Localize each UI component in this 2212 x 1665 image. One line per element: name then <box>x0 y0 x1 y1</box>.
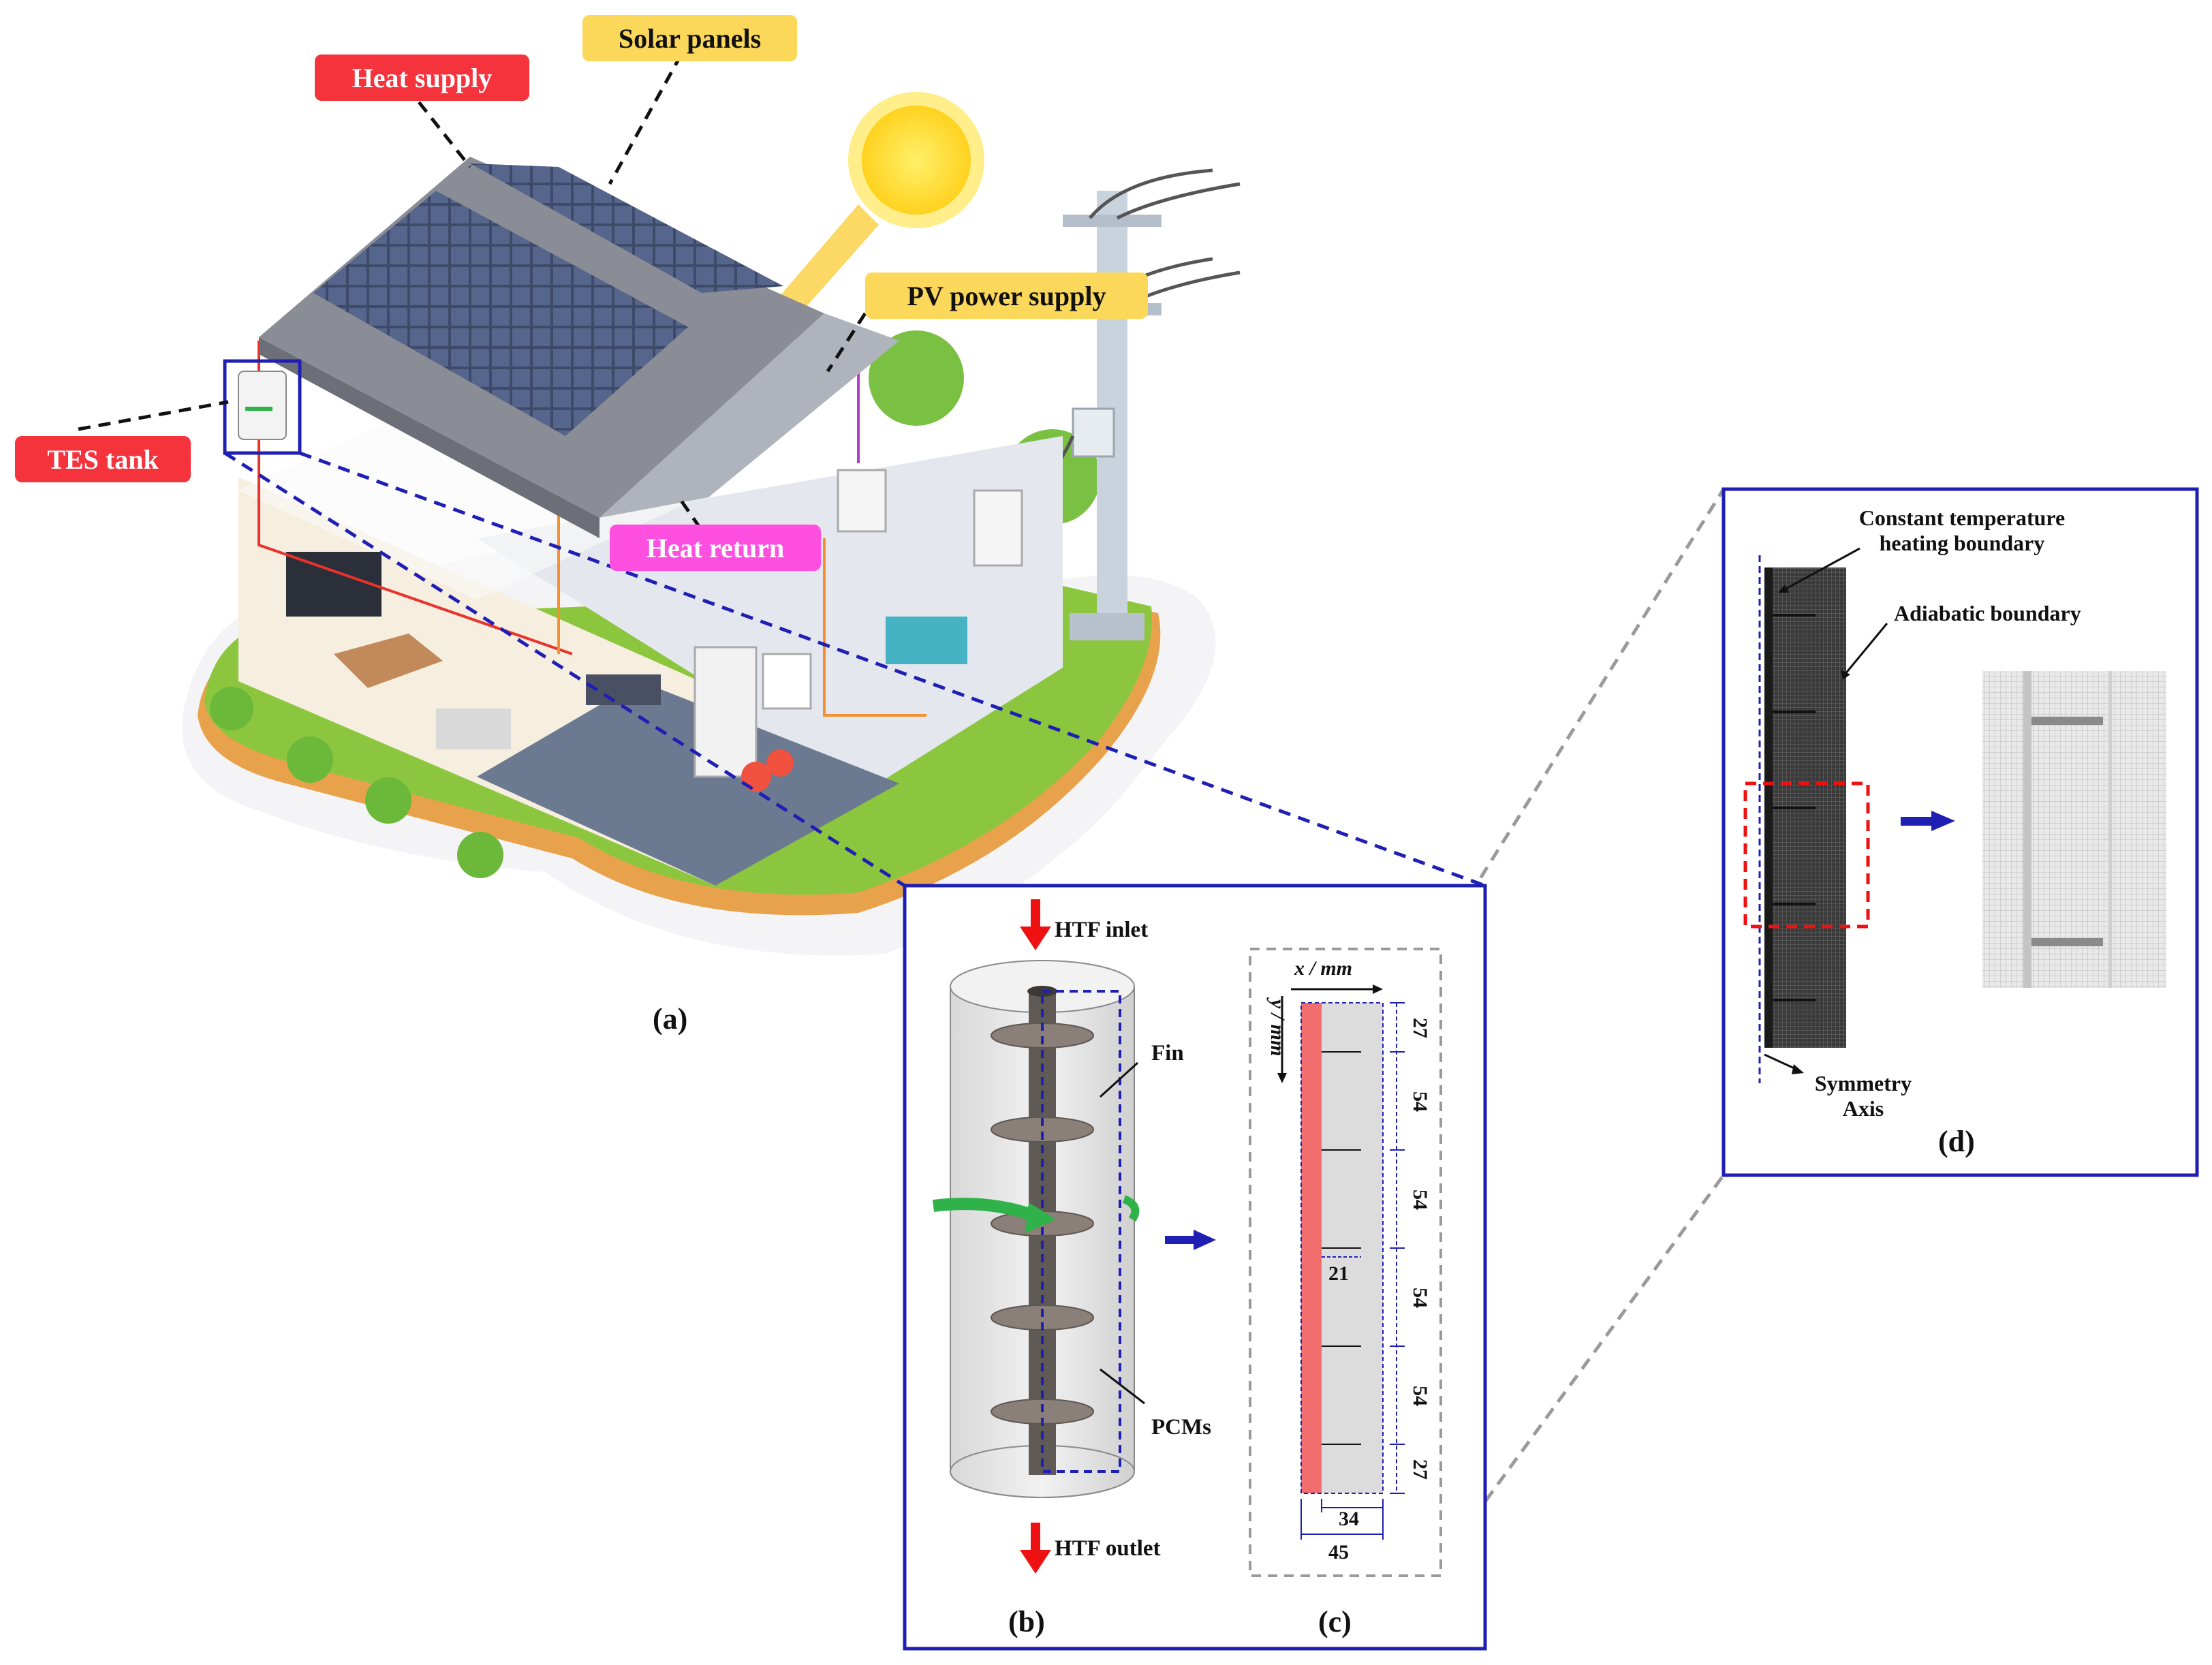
mesh-diagram <box>1743 547 2166 1083</box>
zoom-arrow <box>1931 811 1955 831</box>
rotation-arrow <box>932 1198 1038 1222</box>
dim-label: 54 <box>1409 1091 1431 1112</box>
pv-power-supply-tag: PV power supply <box>865 273 1148 319</box>
solar-panels-tag: Solar panels <box>582 15 797 61</box>
width-inner-label: 34 <box>1339 1508 1359 1530</box>
heating-boundary-line1: Constant temperature <box>1858 505 2066 530</box>
caption-c: (c) <box>1318 1605 1352 1638</box>
house-illustration <box>182 92 1241 956</box>
heated-wall <box>1301 1003 1322 1493</box>
heating-boundary-label: Constant temperature heating boundary <box>1833 505 2091 556</box>
symmetry-axis-line2: Axis <box>1842 1096 1884 1121</box>
roof <box>259 157 899 538</box>
htf-outlet-label: HTF outlet <box>1055 1536 1161 1561</box>
x-axis-label: x / mm <box>1294 957 1353 980</box>
fin-label: Fin <box>1151 1041 1184 1065</box>
caption-a: (a) <box>653 1002 688 1036</box>
fin-length-label: 21 <box>1328 1262 1349 1285</box>
heating-boundary-line2: heating boundary <box>1879 531 2045 555</box>
bush <box>210 687 253 730</box>
finned-tube-diagram <box>932 899 1216 1574</box>
tes-tank-tag: TES tank <box>15 436 191 482</box>
transfer-arrow-b-to-c <box>1194 1230 1216 1250</box>
heat-return-tag: Heat return <box>610 525 821 571</box>
htf-inlet-label: HTF inlet <box>1055 918 1149 942</box>
symmetry-axis-line1: Symmetry <box>1814 1071 1912 1095</box>
symmetry-axis-label: Symmetry Axis <box>1795 1071 1931 1121</box>
dim-label: 54 <box>1409 1386 1431 1406</box>
tes-tank-highlight <box>223 359 302 455</box>
dim-label: 27 <box>1409 1459 1431 1480</box>
dim-label: 54 <box>1409 1189 1431 1210</box>
solar-panel-array <box>313 191 688 436</box>
sun-icon <box>777 92 984 313</box>
adiabatic-boundary-label: Adiabatic boundary <box>1894 601 2081 625</box>
dim-label: 27 <box>1409 1018 1431 1038</box>
dim-label: 54 <box>1409 1288 1431 1308</box>
caption-b: (b) <box>1008 1605 1045 1638</box>
pcms-label: PCMs <box>1151 1415 1211 1440</box>
caption-d: (d) <box>1938 1125 1975 1158</box>
width-outer-label: 45 <box>1328 1541 1349 1563</box>
zoom-region <box>1743 781 1870 929</box>
zoom-lines-a-to-bc <box>223 451 1486 888</box>
htf-outlet-arrow <box>1020 1550 1051 1574</box>
heat-supply-tag: Heat supply <box>315 55 529 101</box>
geometry-2d-diagram <box>1249 948 1442 1577</box>
htf-inlet-arrow <box>1020 927 1051 950</box>
y-axis-label: y / mm <box>1266 999 1289 1057</box>
tree <box>869 330 964 426</box>
zoom-lines-c-to-d <box>1435 488 1726 1568</box>
